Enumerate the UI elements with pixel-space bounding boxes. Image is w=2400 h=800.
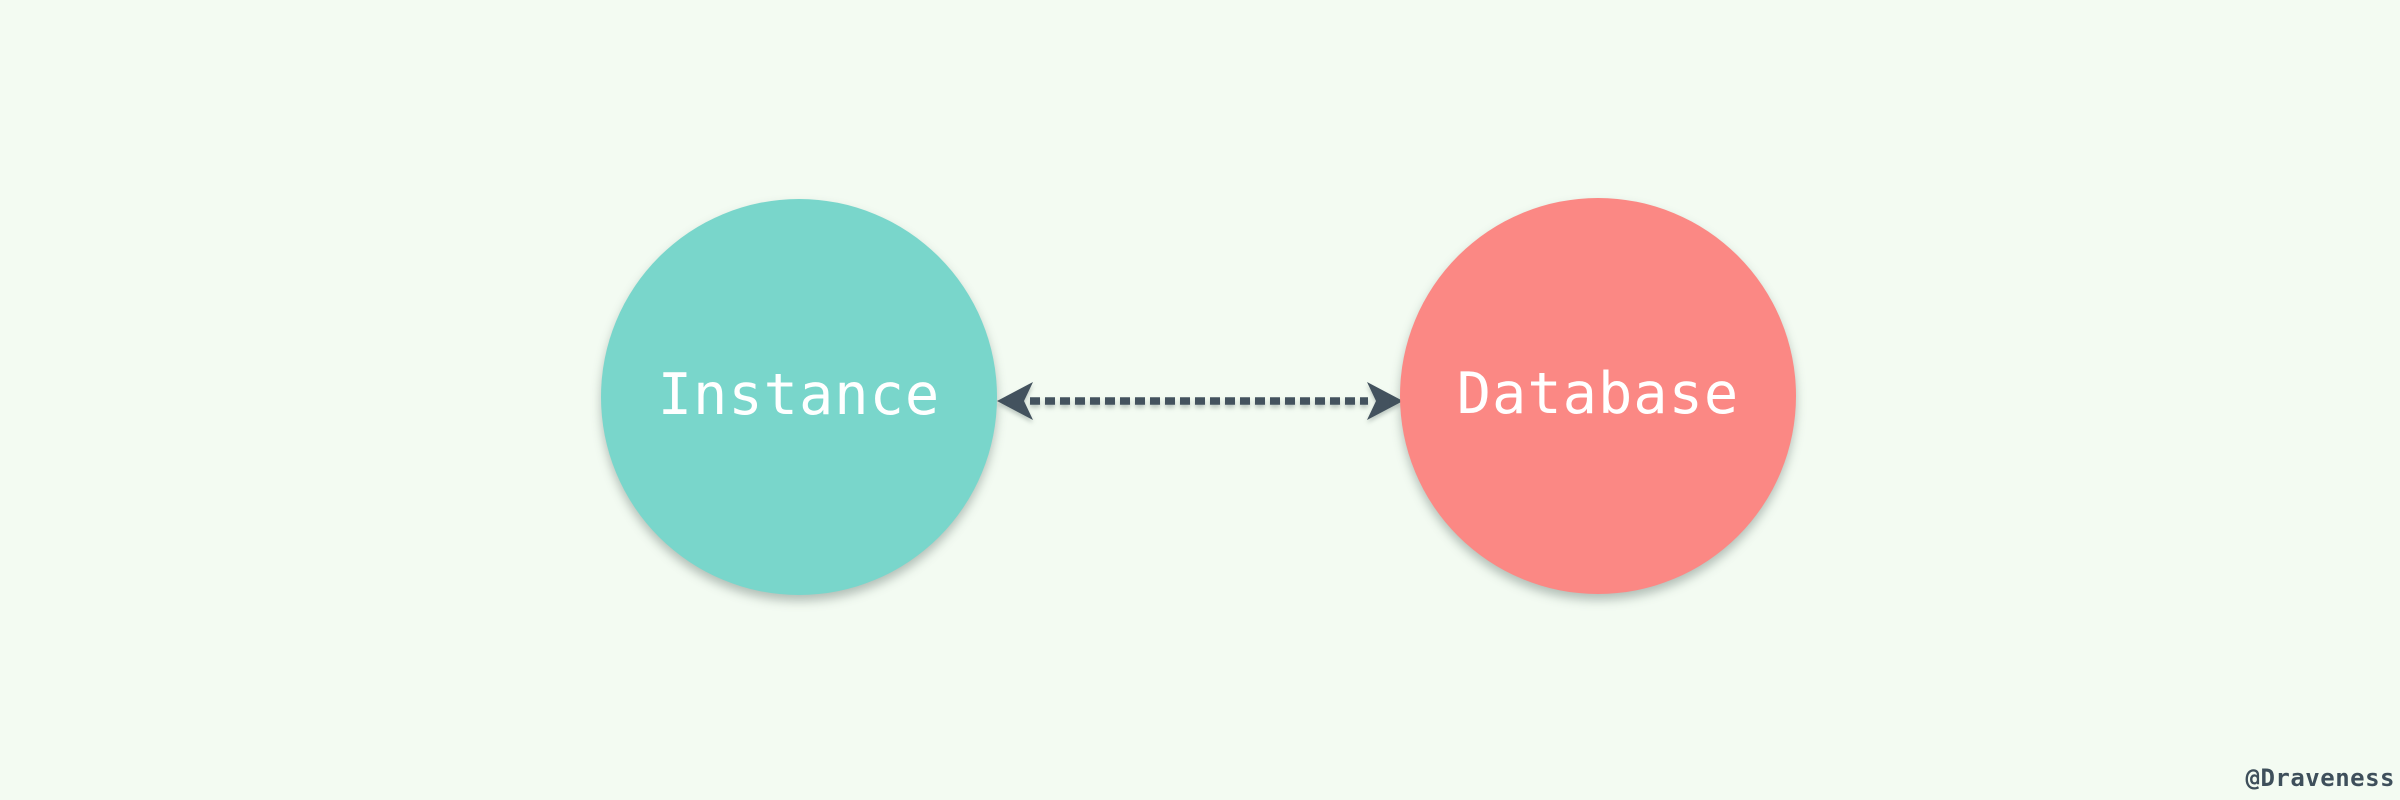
arrowhead-right-icon xyxy=(1367,382,1403,420)
node-instance: Instance xyxy=(601,199,997,595)
watermark: @Draveness xyxy=(2245,764,2395,792)
node-database: Database xyxy=(1400,198,1796,594)
arrowhead-left-icon xyxy=(997,382,1033,420)
node-instance-label: Instance xyxy=(657,361,941,428)
node-database-label: Database xyxy=(1456,360,1740,427)
